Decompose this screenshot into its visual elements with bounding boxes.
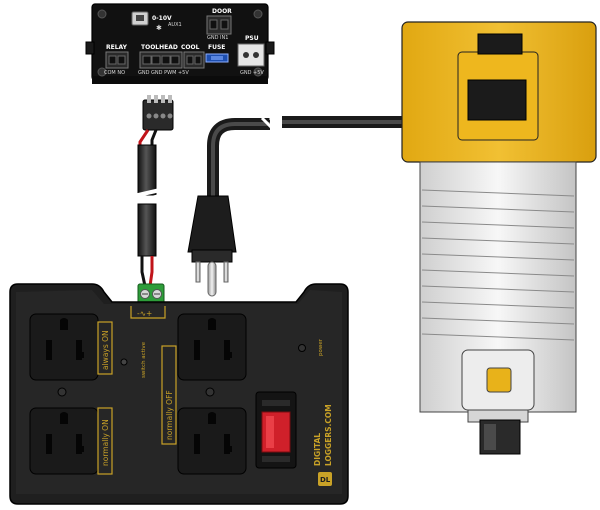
brand-logo: DL DIGITAL LOGGERS.COM xyxy=(313,404,333,486)
door-label: DOOR xyxy=(212,8,232,15)
door-pins: GND IN1 xyxy=(207,35,228,41)
switch-active-led xyxy=(120,358,128,366)
relay-pins: COM NO xyxy=(104,70,125,76)
switch-active-label: switch active xyxy=(141,341,147,378)
brand-badge: DL xyxy=(320,476,331,484)
relay-label: RELAY xyxy=(106,44,128,51)
outlet-normally-off-bottom xyxy=(177,407,247,475)
psu-label: PSU xyxy=(245,35,259,42)
psu-pins: GND +5V xyxy=(240,70,264,76)
aux-label: AUX1 xyxy=(168,22,182,28)
toolhead-pins: GND GND PWM +5V xyxy=(138,70,189,76)
led-icon: ✱ xyxy=(156,24,162,32)
iot-relay-box: -∿+ always ON normally ON switch active xyxy=(9,283,349,505)
cool-label: COOL xyxy=(181,44,200,51)
voltage-label: 0-10V xyxy=(152,15,172,22)
outlet-normally-on xyxy=(29,407,99,475)
psu-connector xyxy=(237,43,265,67)
power-cord xyxy=(187,116,410,297)
fuse-label: FUSE xyxy=(208,44,225,51)
toolhead-label: TOOLHEAD xyxy=(141,44,178,51)
always-on-label: always ON xyxy=(101,330,110,370)
outlet-normally-off-top xyxy=(177,313,247,381)
brand-line1: DIGITAL xyxy=(313,433,322,466)
input-label: -∿+ xyxy=(137,309,152,318)
power-switch[interactable] xyxy=(255,391,297,469)
router-button xyxy=(486,367,512,393)
outlet-always-on xyxy=(29,313,99,381)
signal-cable xyxy=(133,95,174,305)
normally-on-label: normally ON xyxy=(101,419,110,466)
power-plug xyxy=(187,195,237,253)
router-ribs xyxy=(421,189,575,341)
brand-line2: LOGGERS.COM xyxy=(324,404,333,466)
router-spindle xyxy=(401,21,597,455)
controller-board: 0-10V AUX1 ✱ DOOR GND IN1 RELAY COM NO T… xyxy=(85,3,275,84)
power-label: power xyxy=(318,338,324,356)
normally-off-label: normally OFF xyxy=(165,390,174,440)
